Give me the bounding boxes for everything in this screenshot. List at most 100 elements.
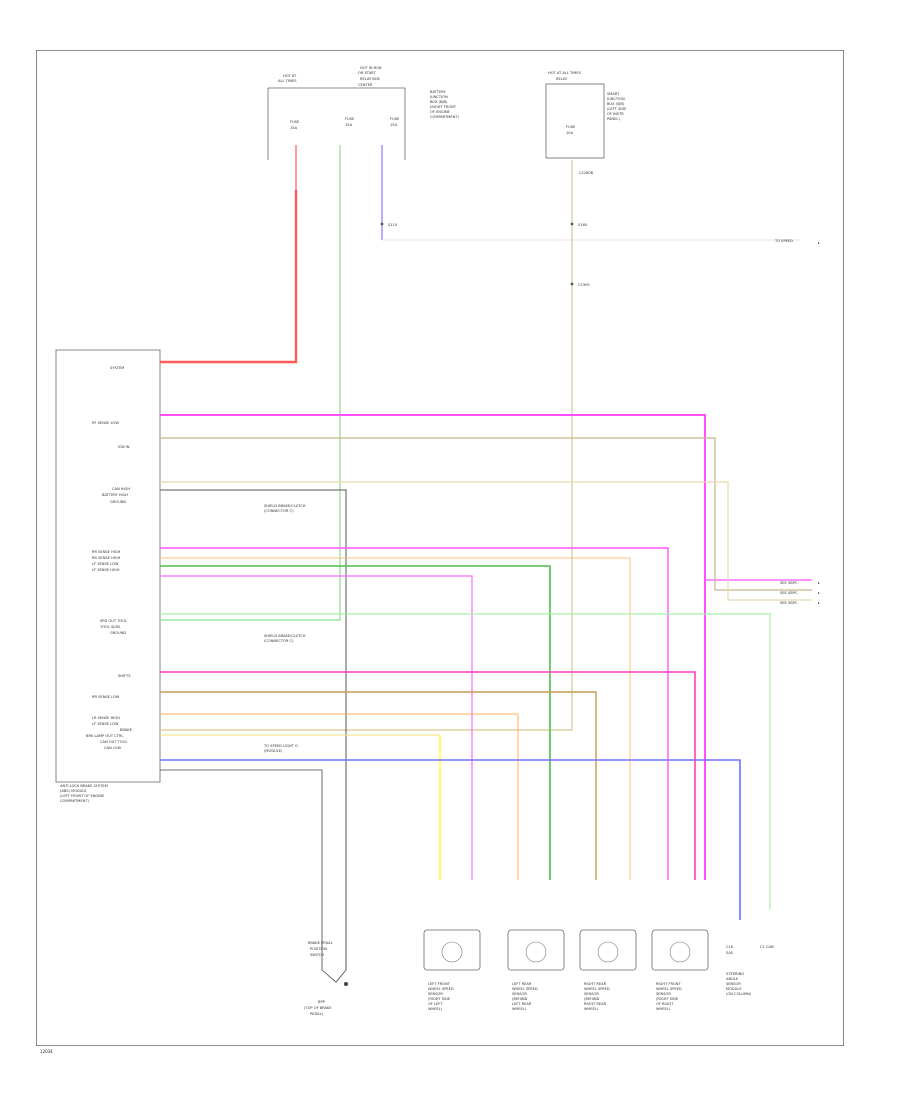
svg-text:POSITION: POSITION bbox=[310, 947, 327, 951]
svg-text:IGN IN: IGN IN bbox=[118, 445, 130, 449]
svg-text:STEERING: STEERING bbox=[726, 972, 744, 976]
svg-text:SWITCH: SWITCH bbox=[310, 953, 324, 957]
svg-text:RIGHT FRONT: RIGHT FRONT bbox=[656, 982, 681, 986]
svg-text:ALL TIMES: ALL TIMES bbox=[278, 79, 297, 83]
svg-text:(BEHIND: (BEHIND bbox=[584, 997, 600, 1001]
svg-text:15A: 15A bbox=[390, 123, 398, 127]
svg-text:WHEEL SPEED: WHEEL SPEED bbox=[512, 987, 538, 991]
sensor-right-rear: RIGHT REAR WHEEL SPEED SENSOR (BEHIND RI… bbox=[579, 929, 637, 1011]
svg-text:SPD OUT TOOL: SPD OUT TOOL bbox=[100, 619, 127, 623]
abs-control-module: ANTI-LOCK BRAKE SYSTEM (ABS) MODULE (LEF… bbox=[55, 349, 161, 803]
svg-text:CAN HIGH: CAN HIGH bbox=[112, 487, 130, 491]
svg-text:HOT AT: HOT AT bbox=[283, 74, 297, 78]
module-pin-labels: SYSTEM RF SENSE LOW IGN IN CAN HIGH BATT… bbox=[86, 366, 133, 750]
svg-text:▸: ▸ bbox=[818, 581, 820, 585]
svg-text:SHIELD BRAKE/CLUTCH: SHIELD BRAKE/CLUTCH bbox=[264, 504, 306, 508]
wire-green-ignition bbox=[160, 145, 341, 621]
svg-text:HOT AT ALL TIMES: HOT AT ALL TIMES bbox=[548, 71, 582, 75]
svg-text:RELAY: RELAY bbox=[556, 77, 568, 81]
svg-text:15A: 15A bbox=[345, 123, 353, 127]
svg-text:C1 CAN: C1 CAN bbox=[760, 945, 774, 949]
diagram-code: 12034 bbox=[40, 1049, 53, 1054]
svg-text:CENTER: CENTER bbox=[358, 83, 373, 87]
svg-text:JUNCTION: JUNCTION bbox=[429, 95, 448, 99]
svg-text:FUSE: FUSE bbox=[390, 117, 400, 121]
svg-text:BRAKE PEDAL: BRAKE PEDAL bbox=[308, 941, 333, 945]
hot-at-all-times-fuse-box: HOT AT ALL TIMES HOT IN RUN OR START REL… bbox=[267, 66, 460, 160]
svg-text:MODULE: MODULE bbox=[726, 987, 742, 991]
svg-text:SENSOR: SENSOR bbox=[512, 992, 527, 996]
svg-text:ANTI-LOCK BRAKE SYSTEM: ANTI-LOCK BRAKE SYSTEM bbox=[60, 784, 108, 788]
svg-text:SYSTEM: SYSTEM bbox=[110, 366, 124, 370]
svg-text:OF INSTR: OF INSTR bbox=[607, 112, 624, 116]
svg-text:FUSE: FUSE bbox=[345, 117, 355, 121]
svg-text:OF RIGHT: OF RIGHT bbox=[656, 1002, 674, 1006]
svg-text:BATTERY HIGH: BATTERY HIGH bbox=[102, 493, 128, 497]
svg-text:TOOL SIGN: TOOL SIGN bbox=[99, 625, 120, 629]
svg-text:LEFT FRONT: LEFT FRONT bbox=[428, 982, 451, 986]
svg-text:ANGLE: ANGLE bbox=[726, 977, 739, 981]
svg-text:WHEEL): WHEEL) bbox=[584, 1007, 599, 1011]
svg-text:▸: ▸ bbox=[818, 591, 820, 595]
svg-text:(RIGHT SIDE: (RIGHT SIDE bbox=[656, 997, 679, 1001]
wire-shift bbox=[160, 671, 696, 880]
svg-text:BATTERY: BATTERY bbox=[430, 90, 447, 94]
svg-text:C2305: C2305 bbox=[578, 283, 590, 287]
svg-text:RR SENSE LOW: RR SENSE LOW bbox=[92, 695, 120, 699]
wire-tan-ign bbox=[160, 437, 812, 591]
svg-text:WHEEL SPEED: WHEEL SPEED bbox=[428, 987, 454, 991]
wire-can-high bbox=[160, 481, 812, 601]
svg-text:(CONNECTOR C): (CONNECTOR C) bbox=[264, 509, 294, 513]
svg-text:SEE SBPC: SEE SBPC bbox=[780, 601, 798, 605]
svg-text:LF SENSE HIGH: LF SENSE HIGH bbox=[92, 568, 120, 572]
svg-text:COMPARTMENT): COMPARTMENT) bbox=[430, 115, 460, 119]
svg-text:HOT IN RUN: HOT IN RUN bbox=[360, 66, 382, 70]
svg-text:SENSOR: SENSOR bbox=[584, 992, 599, 996]
svg-text:(CONNECTOR C): (CONNECTOR C) bbox=[264, 639, 294, 643]
svg-text:FUSE: FUSE bbox=[566, 125, 576, 129]
svg-text:(LEFT FRONT OF ENGINE: (LEFT FRONT OF ENGINE bbox=[60, 794, 105, 798]
svg-text:LF SENSE LOW: LF SENSE LOW bbox=[92, 722, 119, 726]
wire-red-power bbox=[160, 190, 298, 364]
svg-text:LEFT REAR: LEFT REAR bbox=[512, 982, 532, 986]
svg-text:C16: C16 bbox=[726, 945, 734, 949]
svg-text:RELAY BOX: RELAY BOX bbox=[360, 77, 380, 81]
wire-rr-low bbox=[160, 691, 597, 880]
svg-text:SHIFTS: SHIFTS bbox=[118, 674, 131, 678]
svg-text:(MODULE): (MODULE) bbox=[264, 749, 283, 753]
svg-text:PANEL): PANEL) bbox=[607, 117, 620, 121]
svg-text:SEE SBPC: SEE SBPC bbox=[780, 591, 798, 595]
wire-rr-high bbox=[160, 547, 669, 880]
svg-text:LF SENSE LOW: LF SENSE LOW bbox=[92, 562, 119, 566]
svg-text:TO SPEED LIGHT O: TO SPEED LIGHT O bbox=[263, 744, 298, 748]
wire-ground bbox=[160, 489, 347, 970]
svg-text:SENSOR: SENSOR bbox=[656, 992, 671, 996]
svg-text:(RIGHT SIDE: (RIGHT SIDE bbox=[428, 997, 451, 1001]
svg-text:CAN OUT TOOL: CAN OUT TOOL bbox=[100, 740, 127, 744]
svg-text:(BEHIND: (BEHIND bbox=[512, 997, 528, 1001]
svg-text:SENSOR: SENSOR bbox=[428, 992, 443, 996]
right-edge-connectors: SEE SBPC SEE SBPC SEE SBPC ▸ ▸ ▸ bbox=[780, 581, 820, 605]
svg-text:OF ENGINE: OF ENGINE bbox=[430, 110, 451, 114]
svg-text:(RIGHT FRONT: (RIGHT FRONT bbox=[430, 105, 457, 109]
svg-text:COMPARTMENT): COMPARTMENT) bbox=[60, 799, 90, 803]
svg-text:(LEFT SIDE: (LEFT SIDE bbox=[607, 107, 627, 111]
svg-text:(ABS) MODULE: (ABS) MODULE bbox=[60, 789, 87, 793]
svg-text:10A: 10A bbox=[566, 131, 574, 135]
svg-text:OR START: OR START bbox=[358, 71, 376, 75]
svg-text:LR SENSE HIGH: LR SENSE HIGH bbox=[92, 716, 120, 720]
svg-text:(ON COLUMN): (ON COLUMN) bbox=[726, 992, 752, 996]
svg-text:15A: 15A bbox=[290, 126, 298, 130]
svg-text:GROUND: GROUND bbox=[110, 631, 126, 635]
svg-text:▸: ▸ bbox=[818, 601, 820, 605]
svg-text:RR SENSE HIGH: RR SENSE HIGH bbox=[92, 550, 121, 554]
sensor-left-rear: LEFT REAR WHEEL SPEED SENSOR (BEHIND LEF… bbox=[507, 929, 565, 1011]
diagram-frame bbox=[36, 50, 844, 1046]
svg-text:RIGHT REAR: RIGHT REAR bbox=[584, 982, 607, 986]
svg-text:S160: S160 bbox=[578, 223, 588, 227]
svg-text:BRK LAMP OUT CTRL: BRK LAMP OUT CTRL bbox=[86, 734, 123, 738]
wire-rr-high-2 bbox=[160, 557, 631, 880]
svg-text:JUNCTION: JUNCTION bbox=[606, 97, 625, 101]
svg-text:SMART: SMART bbox=[607, 92, 620, 96]
wire-lf-high bbox=[160, 575, 473, 880]
